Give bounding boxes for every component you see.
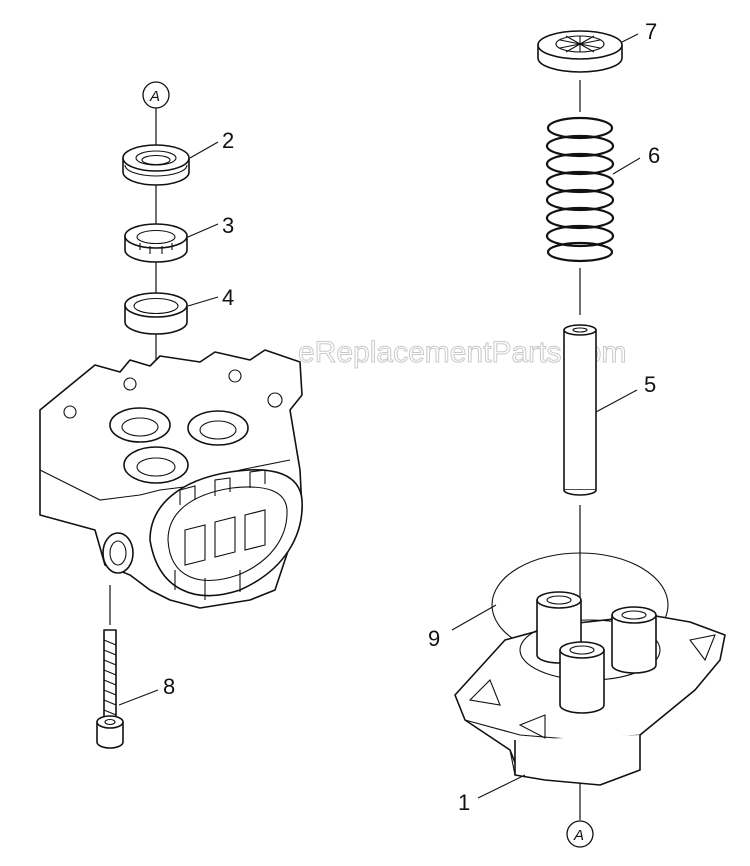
part-5-valve-pin — [563, 324, 597, 496]
leader-7 — [621, 33, 639, 43]
leader-3 — [187, 223, 219, 238]
callout-6: 6 — [648, 143, 660, 168]
leader-4 — [187, 296, 219, 307]
callout-7: 7 — [645, 19, 657, 44]
leader-5 — [595, 389, 638, 413]
reference-marker-bottom: A — [566, 820, 594, 848]
callout-5: 5 — [644, 372, 656, 397]
part-1-valve-base — [454, 591, 726, 786]
part-2-seal — [122, 144, 190, 186]
reference-marker-top: A — [142, 81, 170, 109]
part-4-ring — [124, 292, 188, 335]
callout-2: 2 — [222, 128, 234, 153]
callout-8: 8 — [163, 674, 175, 699]
leader-1 — [477, 774, 526, 799]
callout-9: 9 — [428, 626, 440, 651]
svg-text:A: A — [149, 88, 160, 105]
svg-text:A: A — [573, 827, 584, 844]
leader-2 — [189, 141, 219, 159]
leader-8 — [118, 689, 159, 706]
callout-3: 3 — [222, 213, 234, 238]
leader-9 — [451, 604, 497, 631]
callout-1: 1 — [458, 790, 470, 815]
leader-6 — [612, 157, 641, 175]
part-7-spring-retainer — [537, 30, 623, 73]
part-8-screw — [96, 629, 124, 749]
part-6-spring — [545, 116, 615, 263]
callout-4: 4 — [222, 285, 234, 310]
valve-housing — [39, 349, 303, 609]
part-3-valve-seat — [124, 223, 188, 263]
